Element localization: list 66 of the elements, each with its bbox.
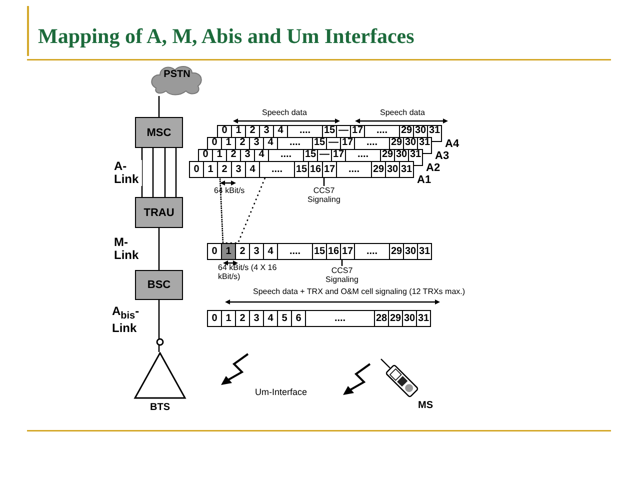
time-slot: 17 xyxy=(322,161,337,178)
time-slot: 30 xyxy=(385,161,400,178)
time-slot: 16 xyxy=(308,161,323,178)
time-slot: 29 xyxy=(371,161,386,178)
time-slot: 2 xyxy=(235,310,250,327)
annotation-text: Speech data xyxy=(380,108,425,117)
time-slot: 31 xyxy=(399,161,414,178)
time-slot: 3 xyxy=(231,161,246,178)
time-slot: .... xyxy=(354,243,390,260)
link-line xyxy=(158,228,160,270)
time-slot: 30 xyxy=(403,243,418,260)
time-slot: 4 xyxy=(263,310,278,327)
edge-label: M- Link xyxy=(114,236,142,262)
time-slot: 4 xyxy=(245,161,260,178)
time-slot: 30 xyxy=(402,310,417,327)
frame-label: A1 xyxy=(417,174,432,186)
time-slot: 3 xyxy=(249,243,264,260)
time-slot: 15 xyxy=(294,161,309,178)
link-line xyxy=(158,96,160,117)
link-line xyxy=(158,300,160,352)
annotation-text: 64 kBit/s (4 X 16 kBit/s) xyxy=(218,263,278,281)
time-slot: 31 xyxy=(417,243,432,260)
time-slot: 0 xyxy=(189,161,204,178)
annotation-text: Speech data xyxy=(262,108,307,117)
time-slot: 28 xyxy=(374,310,389,327)
slide-title: Mapping of A, M, Abis and Um Interfaces xyxy=(38,24,414,49)
time-slot: .... xyxy=(277,243,313,260)
network-element-box: BSC xyxy=(135,270,183,300)
time-slot: 17 xyxy=(340,243,355,260)
leader-line xyxy=(323,178,325,186)
time-slot: 4 xyxy=(263,243,278,260)
annotation-text: Speech data + TRX and O&M cell signaling (12 TRXs max.) xyxy=(253,287,466,296)
time-slot: 29 xyxy=(389,243,404,260)
node-label: MS xyxy=(418,400,433,411)
time-slot: 31 xyxy=(416,310,431,327)
time-slot: 0 xyxy=(207,310,222,327)
time-slot: 1 xyxy=(221,310,236,327)
time-slot: 6 xyxy=(291,310,306,327)
annotation-text: 64 kBit/s xyxy=(214,186,245,195)
time-slot: .... xyxy=(336,161,372,178)
network-element-box: MSC xyxy=(135,117,183,148)
frame-label: A3 xyxy=(435,150,450,162)
time-slot: 1 xyxy=(221,243,236,260)
projection-line xyxy=(219,177,266,244)
time-slot: 3 xyxy=(249,310,264,327)
time-slot: 16 xyxy=(326,243,341,260)
time-slot: 31 xyxy=(427,125,442,142)
annotation-text: CCS7 Signaling xyxy=(296,186,352,210)
link-line xyxy=(141,147,177,198)
time-slot: 2 xyxy=(235,243,250,260)
time-slot: 15 xyxy=(312,243,327,260)
annotation-text: Um-Interface xyxy=(255,387,308,397)
network-element-box: TRAU xyxy=(135,197,183,228)
time-slot: .... xyxy=(305,310,375,327)
edge-label: A- Link xyxy=(114,160,142,186)
node-label: PSTN xyxy=(162,69,192,80)
time-slot: 0 xyxy=(207,243,222,260)
time-slot: .... xyxy=(259,161,295,178)
frame-label: A4 xyxy=(445,138,460,150)
time-slot: 1 xyxy=(203,161,218,178)
time-slot: 5 xyxy=(277,310,292,327)
node-label: BTS xyxy=(149,402,171,413)
time-slot: 2 xyxy=(217,161,232,178)
frame-label: A2 xyxy=(426,162,440,174)
leader-line xyxy=(341,260,343,266)
time-slot: 29 xyxy=(388,310,403,327)
